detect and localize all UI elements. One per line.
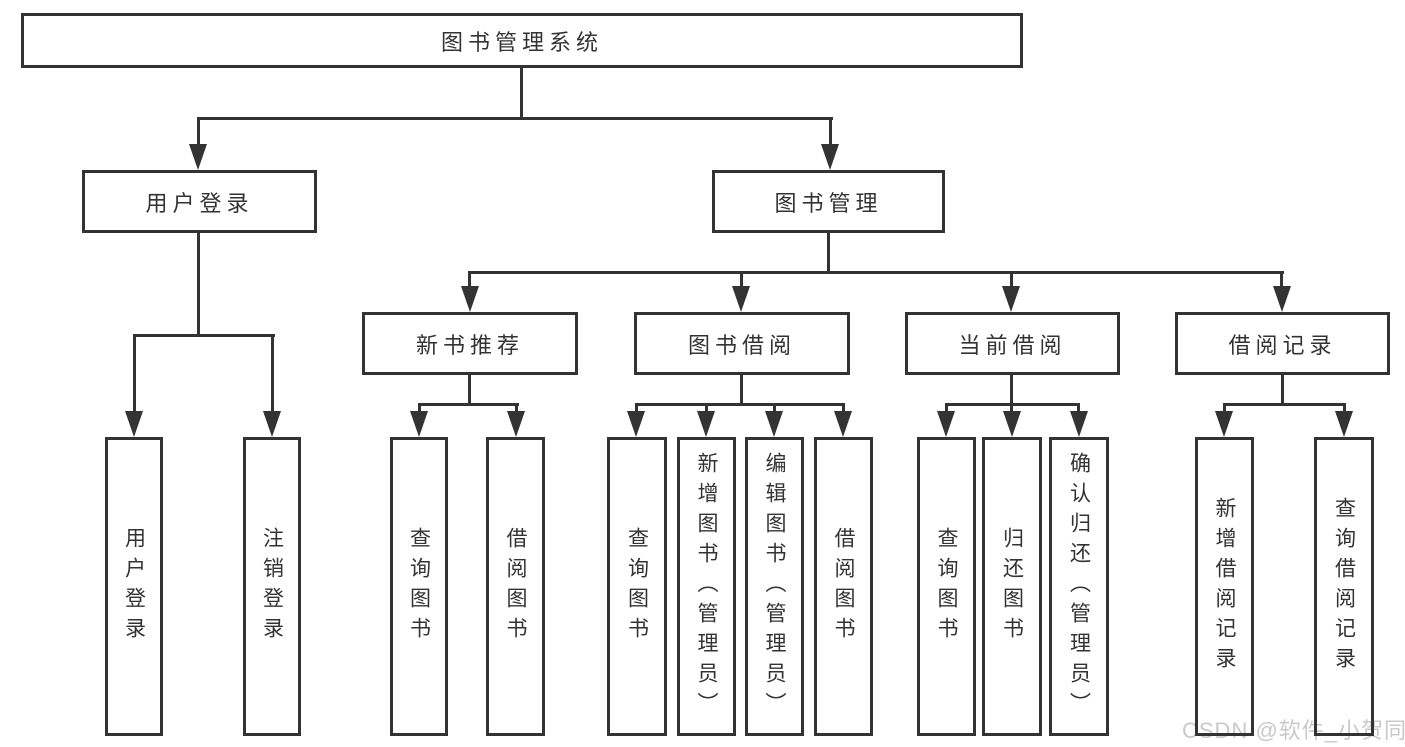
node-current-borrow: 当前借阅 — [905, 312, 1120, 375]
connector-line — [468, 375, 471, 406]
arrow-down-icon — [1215, 411, 1233, 437]
node-label: 查询图书 — [625, 526, 649, 647]
connector-line — [418, 403, 421, 413]
connector-line — [1010, 403, 1013, 413]
arrow-down-icon — [1003, 411, 1021, 437]
leaf-borrow-books-recommend: 借阅图书 — [486, 437, 545, 736]
node-label: 新增借阅记录 — [1213, 496, 1236, 677]
arrow-down-icon — [834, 411, 852, 437]
leaf-borrow-books: 借阅图书 — [814, 437, 873, 736]
arrow-down-icon — [125, 411, 143, 437]
connector-line — [945, 403, 948, 413]
leaf-query-books-recommend: 查询图书 — [390, 437, 448, 736]
connector-line — [842, 403, 845, 413]
arrow-down-icon — [189, 144, 207, 170]
connector-line — [1281, 375, 1284, 406]
node-book-borrow: 图书借阅 — [634, 312, 850, 375]
connector-line — [1343, 403, 1346, 413]
connector-line — [635, 403, 638, 413]
leaf-return-books: 归还图书 — [982, 437, 1042, 736]
leaf-add-books-admin: 新增图书（管理员） — [677, 437, 736, 736]
connector-line — [1223, 403, 1226, 413]
arrow-down-icon — [821, 144, 839, 170]
leaf-confirm-return-admin: 确认归还（管理员） — [1049, 437, 1109, 736]
connector-line — [773, 403, 776, 413]
node-label: 当前借阅 — [958, 332, 1067, 358]
leaf-query-borrow-record: 查询借阅记录 — [1314, 437, 1374, 736]
connector-line — [197, 117, 833, 120]
node-label: 查询借阅记录 — [1332, 496, 1356, 677]
node-label: 查询图书 — [407, 526, 431, 647]
connector-line — [468, 271, 1284, 274]
node-label: 借阅记录 — [1228, 332, 1337, 358]
connector-line — [418, 403, 519, 406]
arrow-down-icon — [1070, 411, 1088, 437]
connector-line — [1223, 403, 1346, 406]
leaf-edit-books-admin: 编辑图书（管理员） — [745, 437, 804, 736]
arrow-down-icon — [1002, 286, 1020, 312]
arrow-down-icon — [1335, 411, 1353, 437]
node-user-login: 用户登录 — [82, 170, 317, 233]
connector-line — [635, 403, 845, 406]
connector-line — [1010, 271, 1013, 288]
node-label: 用户登录 — [145, 190, 254, 216]
node-label: 用户登录 — [122, 526, 146, 647]
arrow-down-icon — [765, 411, 783, 437]
node-label: 借阅图书 — [504, 526, 527, 647]
connector-line — [133, 334, 136, 413]
node-label: 归还图书 — [1000, 526, 1024, 647]
connector-line — [740, 375, 743, 406]
connector-line — [829, 117, 832, 147]
node-label: 新增图书（管理员） — [695, 451, 718, 722]
arrow-down-icon — [697, 411, 715, 437]
arrow-down-icon — [937, 411, 955, 437]
arrow-down-icon — [410, 411, 428, 437]
node-root-library-system: 图书管理系统 — [21, 13, 1023, 68]
connector-line — [515, 403, 518, 413]
node-label: 注销登录 — [260, 526, 284, 647]
node-book-management: 图书管理 — [712, 170, 945, 233]
node-new-book-recommend: 新书推荐 — [362, 312, 578, 375]
node-label: 图书管理 — [774, 190, 883, 216]
connector-line — [197, 233, 200, 336]
arrow-down-icon — [732, 286, 750, 312]
node-borrow-records: 借阅记录 — [1175, 312, 1390, 375]
csdn-watermark: CSDN @软件_小贺同学 — [1182, 718, 1405, 743]
node-label: 确认归还（管理员） — [1067, 451, 1091, 722]
node-label: 编辑图书（管理员） — [763, 451, 786, 722]
arrow-down-icon — [627, 411, 645, 437]
leaf-query-books-borrow: 查询图书 — [607, 437, 667, 736]
leaf-add-borrow-record: 新增借阅记录 — [1195, 437, 1254, 736]
arrow-down-icon — [263, 411, 281, 437]
connector-line — [520, 68, 523, 120]
leaf-logout: 注销登录 — [243, 437, 301, 736]
connector-line — [705, 403, 708, 413]
connector-line — [740, 271, 743, 288]
node-label: 图书借阅 — [687, 332, 796, 358]
connector-line — [1010, 375, 1013, 406]
connector-line — [1077, 403, 1080, 413]
arrow-down-icon — [461, 286, 479, 312]
arrow-down-icon — [1273, 286, 1291, 312]
node-label: 新书推荐 — [415, 332, 524, 358]
leaf-user-login: 用户登录 — [105, 437, 163, 736]
connector-line — [271, 334, 274, 413]
connector-line — [468, 271, 471, 288]
connector-line — [197, 117, 200, 147]
connector-line — [827, 233, 830, 274]
connector-line — [133, 334, 275, 337]
node-label: 图书管理系统 — [440, 29, 603, 55]
arrow-down-icon — [507, 411, 525, 437]
leaf-query-books-current: 查询图书 — [917, 437, 976, 736]
node-label: 借阅图书 — [832, 526, 855, 647]
connector-line — [1280, 271, 1283, 288]
node-label: 查询图书 — [935, 526, 958, 647]
